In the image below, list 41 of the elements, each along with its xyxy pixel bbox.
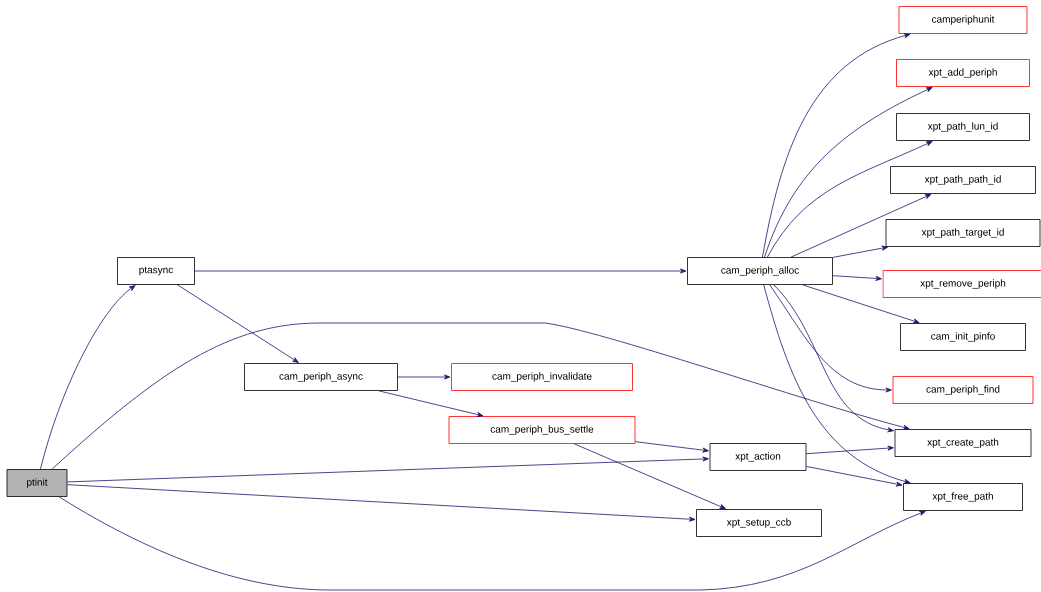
function-box: ptinit <box>6 469 68 497</box>
arrow <box>194 268 687 274</box>
arrow <box>762 33 911 258</box>
arrow <box>574 443 726 510</box>
arrow <box>764 86 933 258</box>
function-box: cam_periph_invalidate <box>451 363 633 391</box>
function-box: ptasync <box>117 257 195 285</box>
arrow <box>67 456 709 483</box>
arrow <box>177 284 299 363</box>
function-box: camperiphunit <box>898 6 1028 34</box>
arrow <box>806 466 903 487</box>
arrow <box>802 284 920 324</box>
arrow <box>763 284 911 484</box>
arrow <box>790 193 932 258</box>
arrow <box>773 284 894 433</box>
function-box: xpt_path_target_id <box>885 219 1041 247</box>
arrow <box>635 441 709 453</box>
function-box: cam_init_pinfo <box>900 323 1026 351</box>
arrow <box>58 496 926 591</box>
arrow <box>767 141 933 258</box>
arrow <box>51 322 910 470</box>
function-box: xpt_setup_ccb <box>696 509 822 537</box>
function-box: xpt_remove_periph <box>882 270 1041 298</box>
function-box: xpt_add_periph <box>896 59 1030 87</box>
arrow <box>832 245 889 258</box>
function-box: cam_periph_alloc <box>687 257 833 285</box>
function-box: xpt_path_lun_id <box>896 113 1030 141</box>
function-box: xpt_free_path <box>903 483 1023 511</box>
arrow <box>67 484 696 522</box>
function-box: xpt_path_path_id <box>890 166 1036 194</box>
function-box: cam_periph_find <box>892 376 1034 404</box>
arrow <box>378 390 484 417</box>
arrow <box>832 275 882 281</box>
function-box: xpt_action <box>709 443 807 471</box>
function-box: cam_periph_async <box>244 363 398 391</box>
function-box: xpt_create_path <box>894 429 1032 457</box>
function-box: cam_periph_bus_settle <box>448 416 636 444</box>
arrow <box>397 374 451 380</box>
arrow <box>769 284 892 393</box>
arrow <box>806 445 894 455</box>
arrow <box>40 285 136 470</box>
